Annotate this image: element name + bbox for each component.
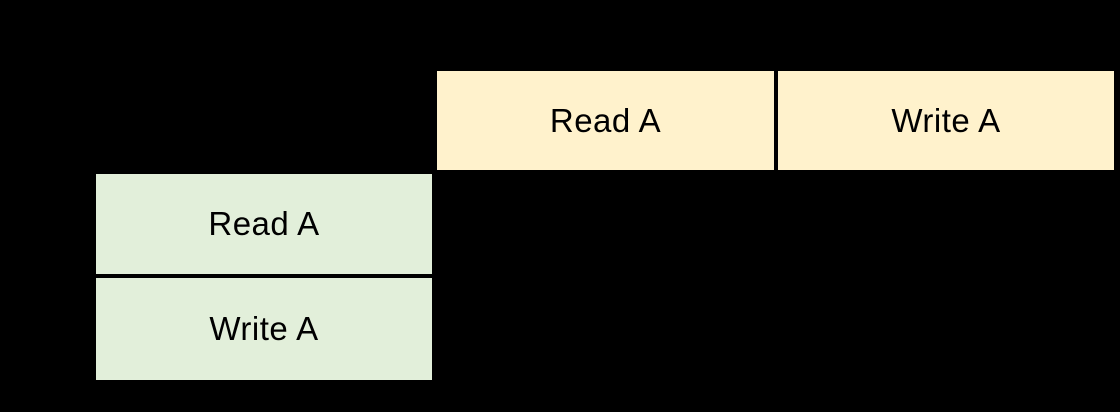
- left-transaction-write-a-label: Write A: [209, 310, 319, 347]
- top-transaction-read-a-label: Read A: [549, 101, 662, 139]
- top-transaction-write-a-box: Write A: [776, 69, 1116, 172]
- left-transaction-read-a-box: Read A: [94, 172, 434, 276]
- left-transaction-write-a-box: Write A: [94, 276, 434, 382]
- top-transaction-read-a-box: Read A: [435, 69, 776, 172]
- top-transaction-write-a-label: Write A: [891, 101, 1001, 139]
- left-transaction-read-a-label: Read A: [208, 205, 320, 242]
